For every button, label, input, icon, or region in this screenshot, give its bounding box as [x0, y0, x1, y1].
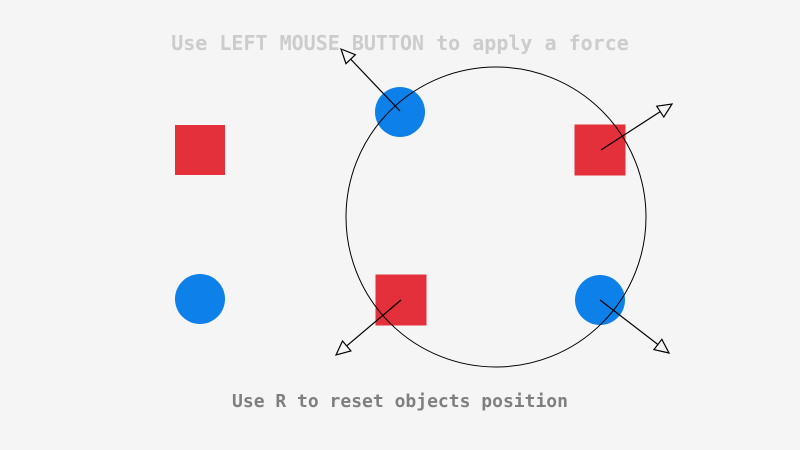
force-arrow-top-circle-head [340, 47, 357, 65]
force-arrow-top-right-square-shaft [600, 111, 661, 151]
force-arrow-bottom-middle-square-shaft [346, 299, 402, 347]
force-arrow-bottom-right-circle-shaft [599, 299, 659, 345]
boundary-circle-outline [345, 66, 647, 368]
red-square-left[interactable] [175, 125, 225, 175]
red-square-top-right[interactable] [574, 124, 626, 176]
blue-circle-left[interactable] [175, 274, 225, 324]
force-arrow-top-circle-shaft [350, 58, 401, 112]
force-arrow-bottom-right-circle-head [652, 338, 671, 354]
force-arrow-bottom-middle-square-head [334, 339, 352, 356]
blue-circle-top[interactable] [375, 87, 425, 137]
force-arrow-top-right-square-head [655, 103, 674, 119]
